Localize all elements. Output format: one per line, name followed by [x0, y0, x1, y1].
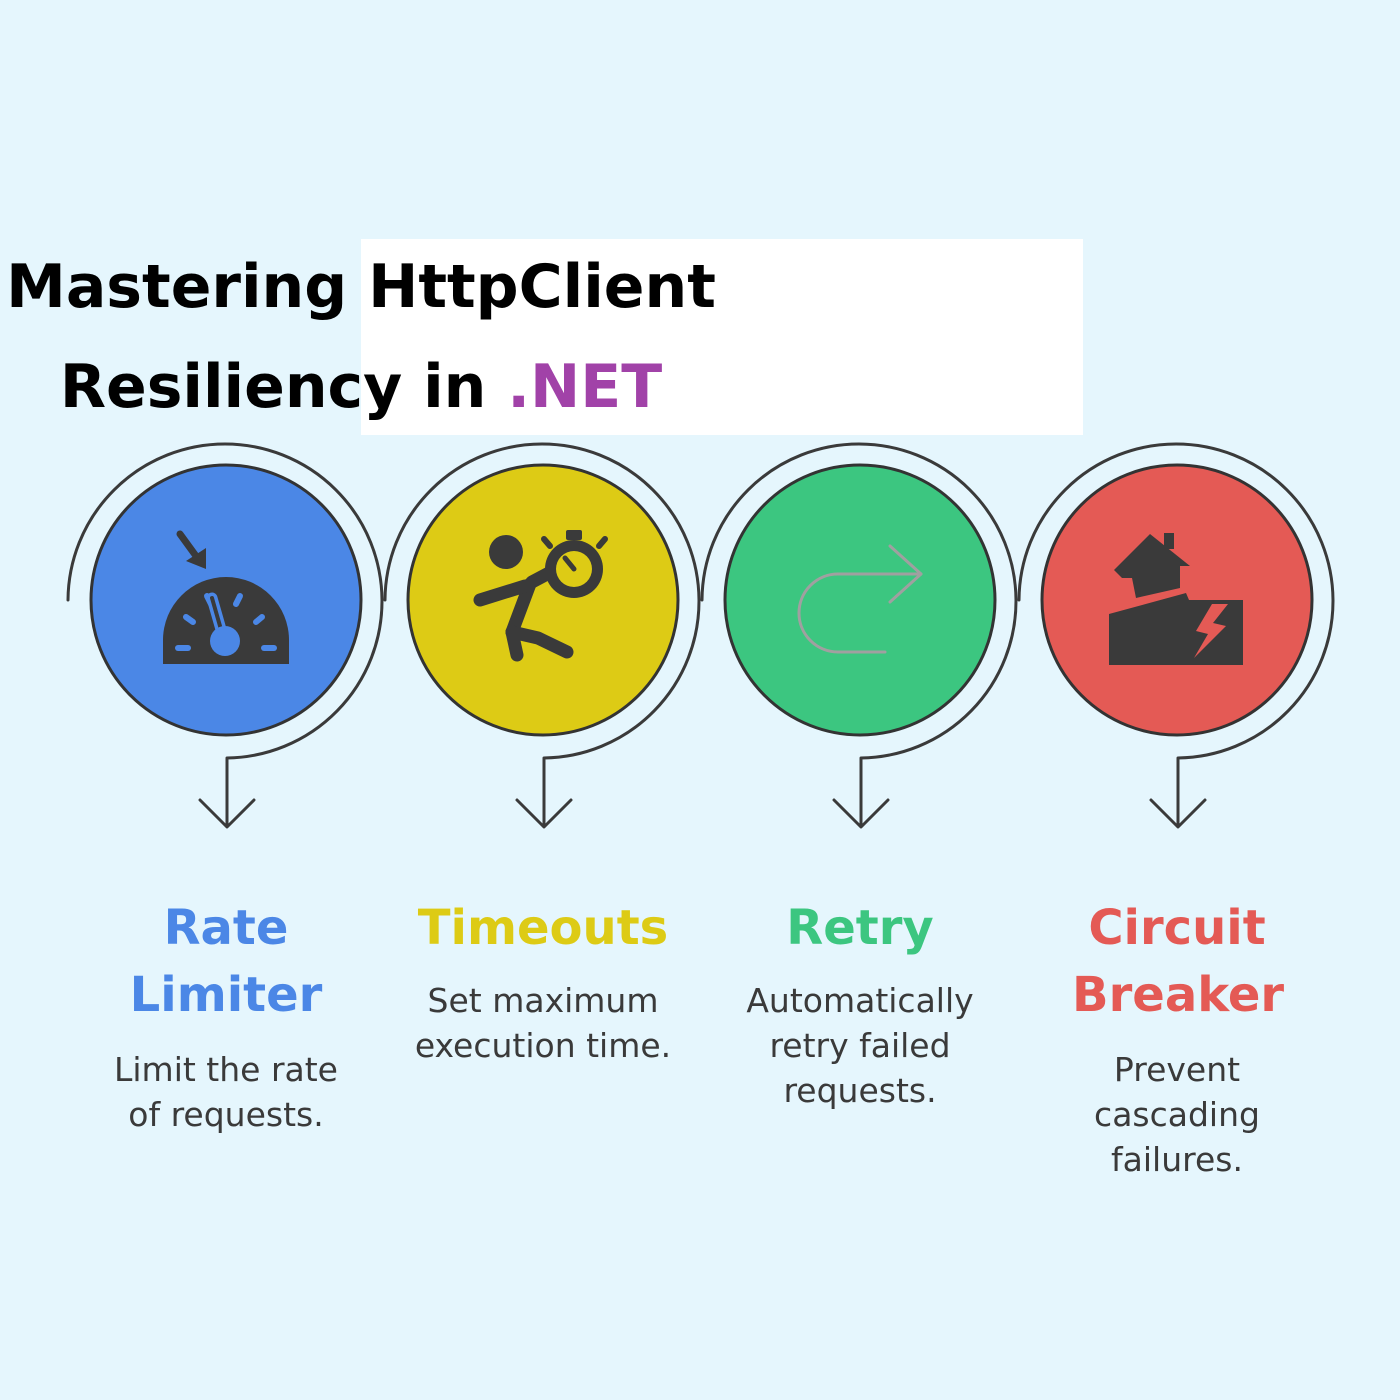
retry-arrow-icon — [797, 544, 923, 654]
title-box — [361, 239, 1083, 435]
step-timeouts: Timeouts Set maximum execution time. — [393, 895, 693, 1068]
connector-ring-1 — [66, 442, 384, 827]
step-title: Circuit Breaker — [1072, 900, 1285, 1023]
step-retry: Retry Automatically retry failed request… — [710, 895, 1010, 1113]
step-description: Set maximum execution time. — [414, 981, 672, 1065]
speedometer-icon — [163, 530, 289, 664]
arrow-head-3 — [832, 798, 890, 829]
connector-ring-4 — [1017, 442, 1335, 827]
step-circuit-breaker: Circuit Breaker Prevent cascading failur… — [1027, 895, 1327, 1182]
page-title-line-2: Resiliency in .NET — [0, 352, 722, 422]
connector-ring-2 — [383, 442, 701, 827]
title-text: Mastering HttpClient — [6, 252, 716, 322]
step-rate-limiter: Rate Limiter Limit the rate of requests. — [76, 895, 376, 1137]
broken-house-icon — [1109, 533, 1243, 665]
retry-circle — [723, 463, 997, 737]
running-person-stopwatch-icon — [473, 530, 608, 662]
step-description: Limit the rate of requests. — [114, 1050, 338, 1134]
page-title-line-1: Mastering HttpClient — [0, 252, 722, 322]
title-highlight-net: .NET — [507, 352, 663, 422]
arrow-head-4 — [1149, 798, 1207, 829]
step-description: Prevent cascading failures. — [1094, 1050, 1260, 1179]
step-description: Automatically retry failed requests. — [746, 981, 974, 1110]
arrow-head-2 — [515, 798, 573, 829]
step-title: Retry — [786, 900, 934, 956]
step-title: Timeouts — [417, 900, 669, 956]
step-title: Rate Limiter — [129, 900, 323, 1023]
title-text-prefix: Resiliency in — [59, 352, 487, 422]
arrow-head-1 — [198, 798, 256, 829]
timeouts-circle — [406, 463, 680, 737]
connector-ring-3 — [700, 442, 1018, 827]
